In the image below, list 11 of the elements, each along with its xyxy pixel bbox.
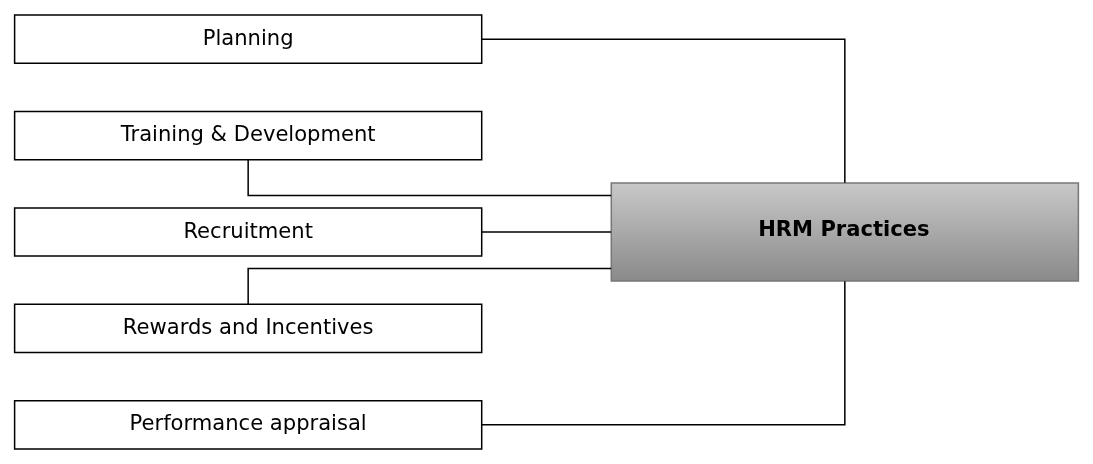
connector <box>481 280 846 426</box>
node-box: Training & Development <box>13 110 483 161</box>
node-box: Rewards and Incentives <box>13 303 483 354</box>
connector <box>247 159 612 197</box>
connector <box>481 231 612 233</box>
connector <box>481 38 846 184</box>
node-box: HRM Practices <box>610 182 1080 282</box>
node-box: Performance appraisal <box>13 400 483 450</box>
node-box: Recruitment <box>13 207 483 257</box>
node-box: Planning <box>13 14 483 64</box>
connector <box>247 267 612 305</box>
